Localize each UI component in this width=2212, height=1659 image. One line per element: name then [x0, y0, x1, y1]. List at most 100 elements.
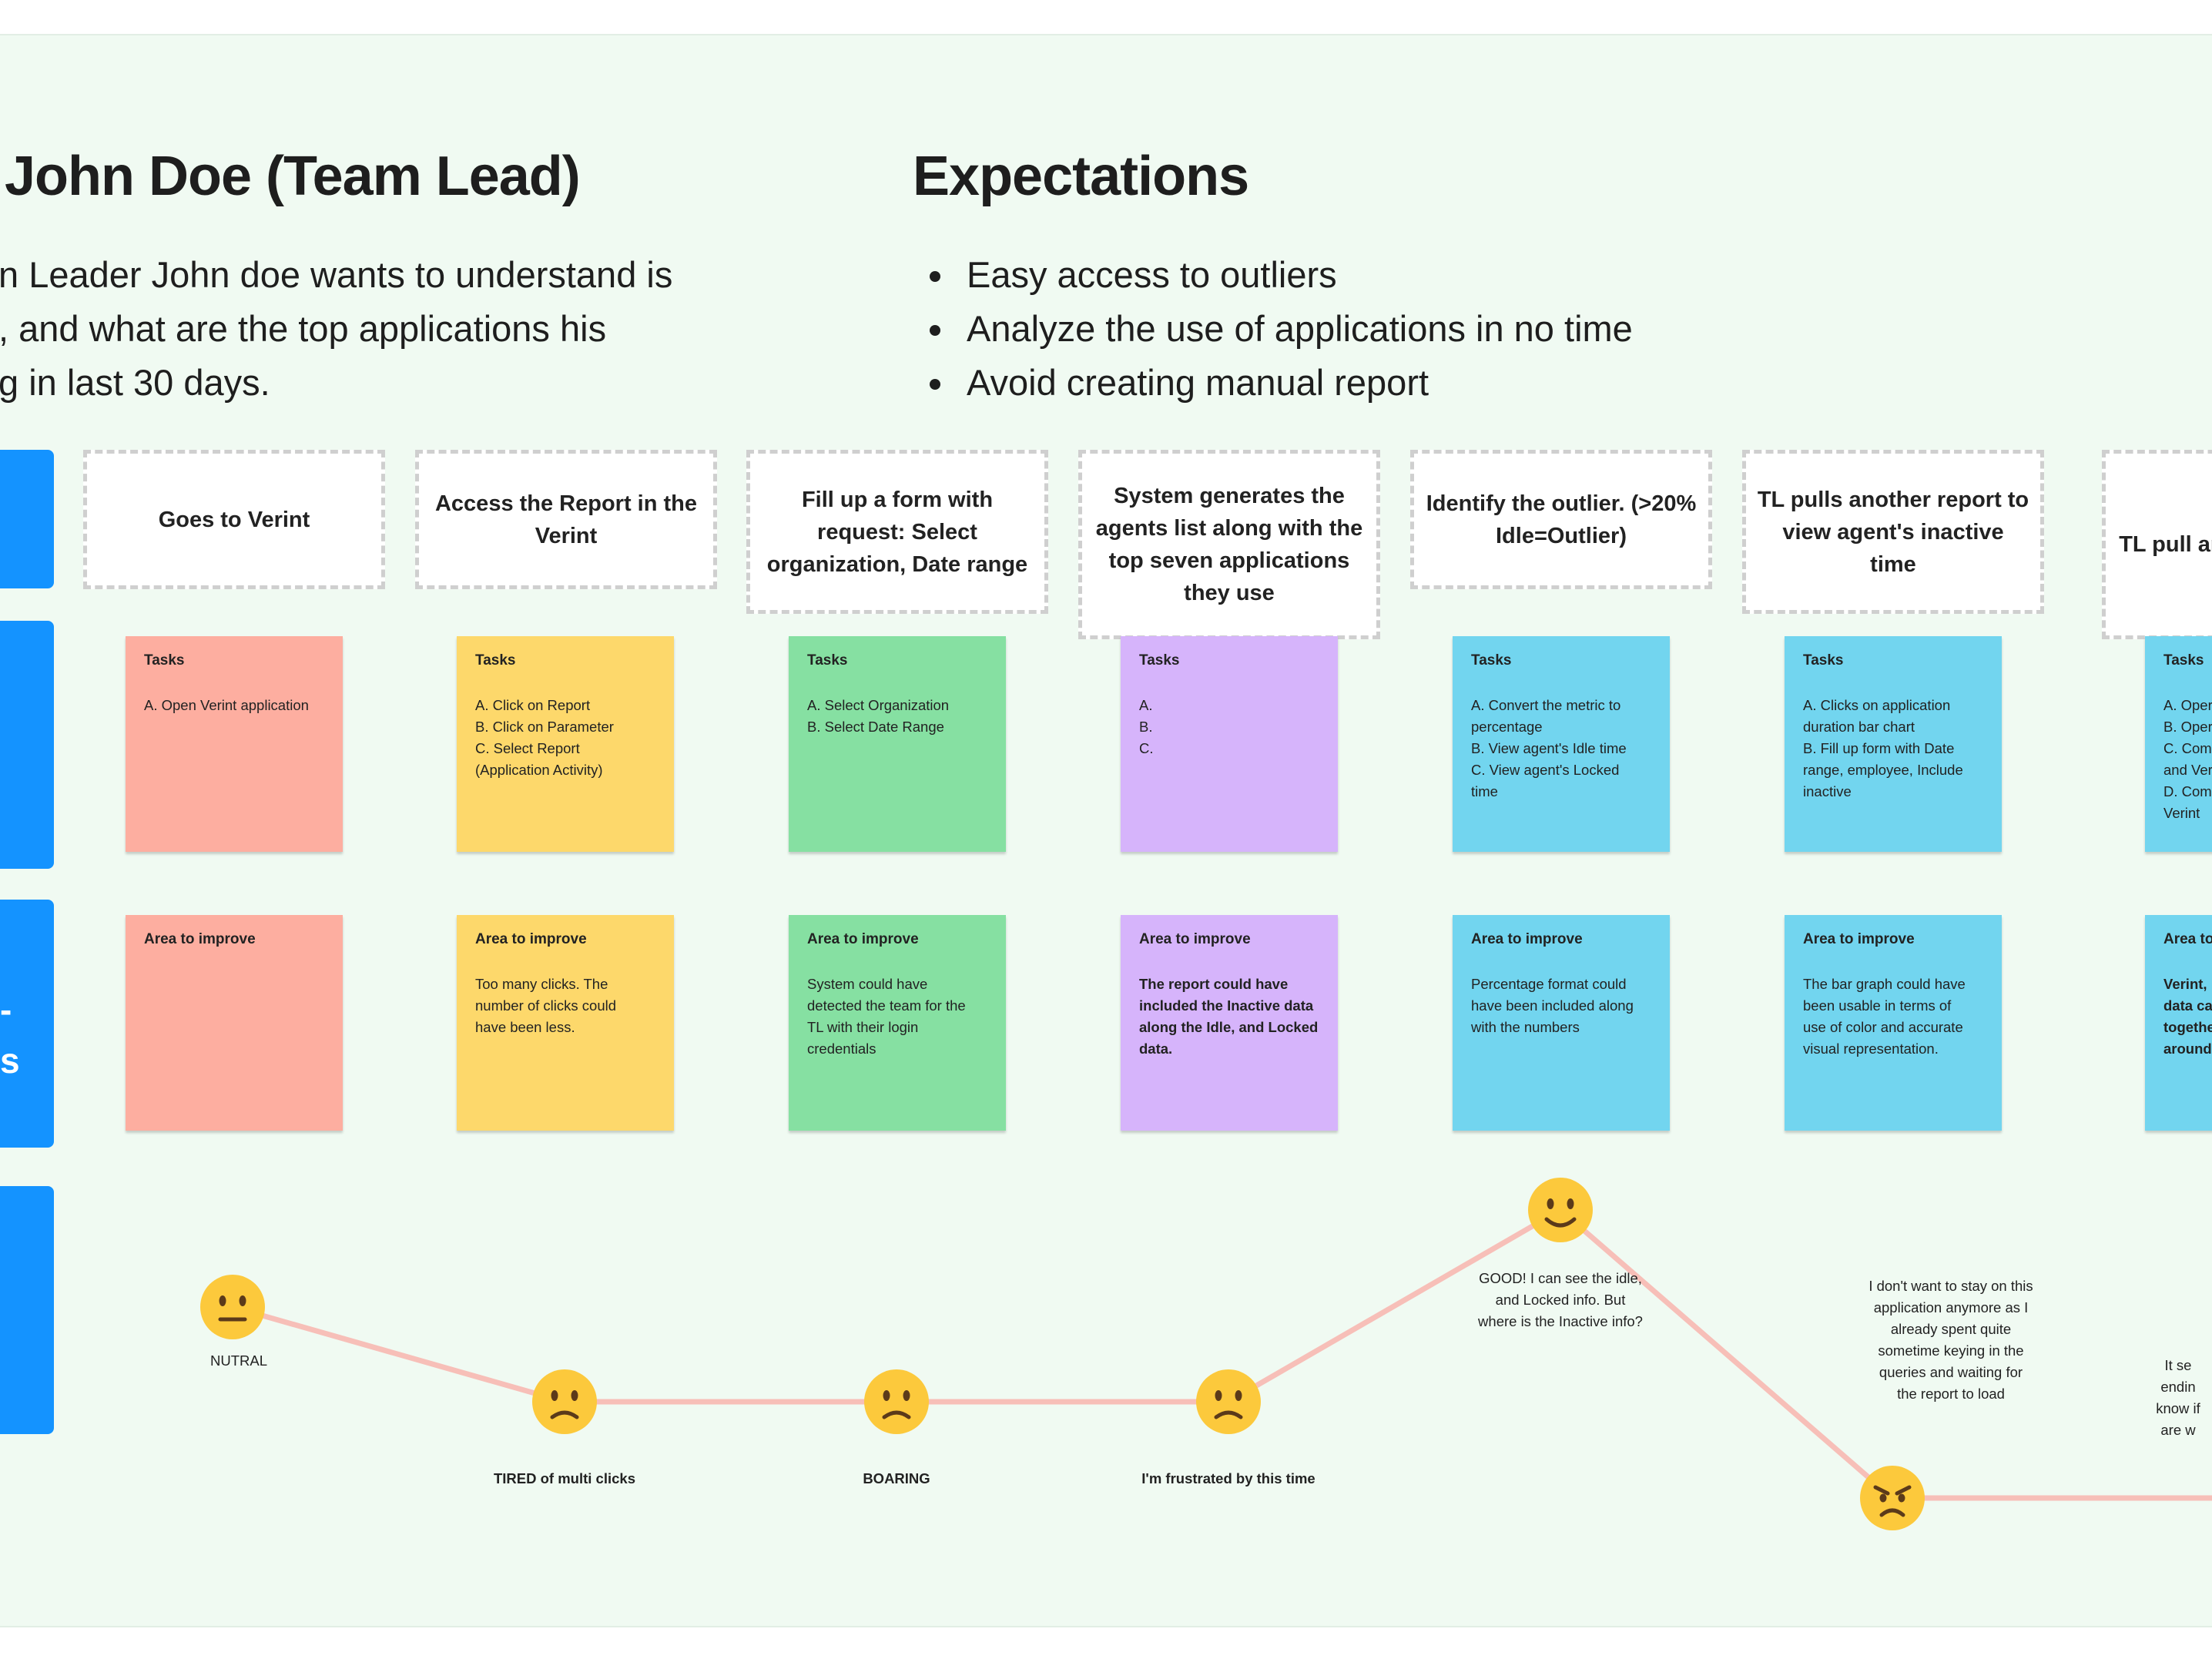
note-line: TL with their login — [807, 1019, 919, 1035]
journey-step-card: System generates the agents list along w… — [1078, 450, 1380, 639]
note-line: data ca — [2163, 997, 2212, 1014]
note-line: B. Select Date Range — [807, 719, 944, 735]
note-line: and Ver — [2163, 762, 2212, 778]
note-line: B. Click on Parameter — [475, 719, 614, 735]
note-line: C. View agent's Locked — [1471, 762, 1620, 778]
expectation-item: Easy access to outliers — [913, 248, 1633, 302]
note-line: C. Com — [2163, 740, 2212, 756]
emotion-label-line: and Locked info. But — [1495, 1292, 1626, 1308]
note-line: along the Idle, and Locked — [1139, 1019, 1319, 1035]
note-line: A. Clicks on application — [1803, 697, 1951, 713]
note-line: Verint, — [2163, 976, 2207, 992]
note-title: Tasks — [807, 652, 848, 669]
emotion-label: BOARING — [796, 1468, 997, 1490]
note-line: The bar graph could have — [1803, 976, 1966, 992]
lane-header-steps — [0, 450, 54, 588]
journey-step-card: Identify the outlier. (>20% Idle=Outlier… — [1410, 450, 1712, 589]
note-line: Verint — [2163, 805, 2200, 821]
note-title: Tasks — [1471, 652, 1512, 669]
note-line: B. Fill up form with Date — [1803, 740, 1955, 756]
note-title: Area to improve — [475, 931, 587, 947]
emotion-label-line: where is the Inactive info? — [1478, 1313, 1643, 1329]
lane-header-emotions — [0, 1186, 54, 1434]
note-line: been usable in terms of — [1803, 997, 1952, 1014]
expectations-title: Expectations — [913, 146, 1249, 207]
note-title: Area to improve — [1471, 931, 1583, 947]
journey-step-text: Fill up a form with request: Select orga… — [766, 487, 1028, 577]
note-line: use of color and accurate — [1803, 1019, 1963, 1035]
emotion-label-line: are w — [2160, 1422, 2196, 1438]
emotion-label-line: I don't want to stay on this — [1868, 1278, 2033, 1294]
expectations-list: Easy access to outliers Analyze the use … — [913, 248, 1633, 410]
note-line: included the Inactive data — [1139, 997, 1314, 1014]
lane-label-char: - — [0, 990, 12, 1030]
journey-step-text: TL pulls another report to view agent's … — [1757, 487, 2029, 577]
persona-description-line-2: , and what are the top applications his — [0, 308, 607, 349]
emotion-label-line: already spent quite — [1890, 1321, 2012, 1337]
emotion-label-line: TIRED of multi clicks — [493, 1470, 635, 1486]
expectation-item: Analyze the use of applications in no ti… — [913, 302, 1633, 356]
note-title: Area to improve — [1803, 931, 1915, 947]
note-title: Area to improve — [1139, 931, 1251, 947]
note-title: Tasks — [1803, 652, 1844, 669]
smiling-face-icon — [1527, 1176, 1594, 1244]
note-title: Tasks — [475, 652, 516, 669]
lane-header-improvements: - s — [0, 900, 54, 1148]
note-line: A. Open Verint application — [144, 697, 309, 713]
note-title: Area to — [2163, 931, 2212, 947]
note-line: Percentage format could — [1471, 976, 1627, 992]
task-sticky-note: Tasks A. Click on Report B. Click on Param… — [457, 636, 674, 852]
sad-face-icon — [1195, 1368, 1262, 1436]
note-line: duration bar chart — [1803, 719, 1915, 735]
journey-step-text: System generates the agents list along w… — [1095, 484, 1363, 605]
persona-title: John Doe (Team Lead) — [5, 146, 581, 207]
note-line: A. Convert the metric to — [1471, 697, 1621, 713]
neutral-face-icon — [199, 1273, 266, 1341]
emotion-label: TIRED of multi clicks — [449, 1468, 680, 1490]
emotion-label-line: sometime keying in the — [1878, 1342, 2024, 1359]
journey-step-card: Fill up a form with request: Select orga… — [746, 450, 1048, 614]
note-line: B. Oper — [2163, 719, 2212, 735]
note-line: inactive — [1803, 783, 1852, 799]
emotion-label-line: know if — [2156, 1400, 2200, 1416]
note-line: C. Select Report — [475, 740, 580, 756]
lane-label-char: s — [0, 1041, 20, 1081]
journey-map-board: John Doe (Team Lead) n Leader John doe w… — [0, 34, 2212, 1627]
note-line: B. — [1139, 719, 1153, 735]
emotion-label-line: application anymore as I — [1873, 1299, 2029, 1315]
journey-step-card: Access the Report in the Verint — [415, 450, 717, 589]
journey-step-card: TL pull and or clock i sch — [2102, 450, 2212, 639]
lane-header-tasks — [0, 621, 54, 869]
note-line: A. Click on Report — [475, 697, 591, 713]
sad-face-icon — [863, 1368, 930, 1436]
note-line: range, employee, Include — [1803, 762, 1963, 778]
emotion-label-line: GOOD! I can see the idle, — [1479, 1270, 1642, 1286]
note-line: A. — [1139, 697, 1153, 713]
journey-step-card: Goes to Verint — [83, 450, 385, 589]
note-line: visual representation. — [1803, 1041, 1939, 1057]
note-line: time — [1471, 783, 1498, 799]
note-line: have been included along — [1471, 997, 1634, 1014]
note-title: Tasks — [1139, 652, 1180, 669]
improvement-sticky-note: Area to improve — [126, 915, 343, 1131]
emotion-label-line: the report to load — [1897, 1386, 2005, 1402]
note-line: C. — [1139, 740, 1154, 756]
note-title: Area to improve — [807, 931, 919, 947]
emotion-label: NUTRAL — [162, 1350, 316, 1372]
emotion-label-line: queries and waiting for — [1879, 1364, 2023, 1380]
emotion-label-line: endin — [2160, 1379, 2196, 1395]
journey-step-text: Identify the outlier. (>20% Idle=Outlier… — [1426, 491, 1697, 548]
angry-face-icon — [1858, 1464, 1926, 1532]
note-line: togethe — [2163, 1019, 2212, 1035]
journey-step-card: TL pulls another report to view agent's … — [1742, 450, 2044, 614]
emotion-label-line: BOARING — [863, 1470, 930, 1486]
